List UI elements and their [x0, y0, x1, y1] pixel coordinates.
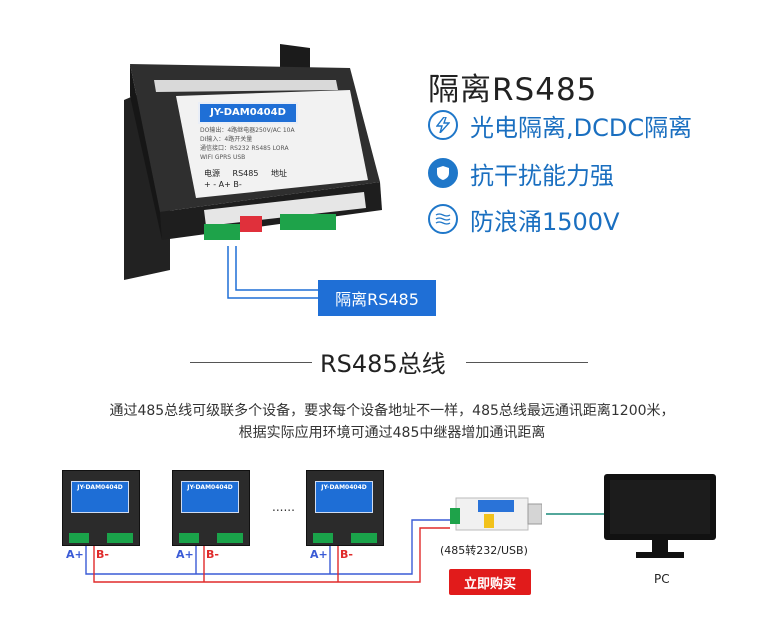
device-spec-block: DO输出：4路继电器250V/AC 10A DI输入：4路开关量 通信接口：RS…: [200, 126, 340, 162]
bus-device-label: JY-DAM0404D: [71, 481, 129, 513]
device-pin-labels: + - A+ B-: [204, 180, 242, 189]
lightning-icon: [428, 110, 458, 140]
ellipsis: ......: [272, 500, 295, 514]
terminal-block: [107, 533, 133, 543]
device-model-text: JY-DAM0404D: [210, 107, 286, 118]
terminal-block: [69, 533, 89, 543]
b-minus-label: B-: [340, 548, 353, 561]
terminal-block: [179, 533, 199, 543]
feature-item-isolation: 光电隔离,DCDC隔离: [428, 108, 692, 142]
b-minus-label: B-: [96, 548, 109, 561]
feature-title: 隔离RS485: [428, 72, 598, 108]
section-divider-left: [190, 362, 312, 363]
bus-device-label: JY-DAM0404D: [181, 481, 239, 513]
a-plus-label: A+: [176, 548, 194, 561]
bus-device-model: JY-DAM0404D: [187, 484, 233, 491]
device-pin-header: 电源 RS485 地址: [204, 168, 287, 179]
shield-icon: [428, 158, 458, 188]
feature-item-anti-interference: 抗干扰能力强: [428, 156, 614, 190]
a-plus-label: A+: [310, 548, 328, 561]
pc-label: PC: [654, 572, 670, 586]
rs485-label: RS485: [232, 169, 259, 178]
converter-device: [450, 494, 543, 534]
bus-device-2: JY-DAM0404D: [172, 470, 250, 546]
device-large-label: JY-DAM0404D: [198, 102, 298, 124]
section-divider-right: [466, 362, 588, 363]
callout-isolated-rs485: 隔离RS485: [318, 280, 436, 316]
device-spec-line: WIFI GPRS USB: [200, 154, 246, 161]
a-plus-label: A+: [66, 548, 84, 561]
section-desc-line2: 根据实际应用环境可通过485中继器增加通讯距离: [238, 425, 546, 441]
power-label: 电源: [204, 169, 220, 178]
device-spec-line: DO输出：4路继电器250V/AC 10A: [200, 127, 295, 134]
callout-label: 隔离RS485: [335, 290, 419, 309]
terminal-block: [313, 533, 333, 543]
section-desc-line1: 通过485总线可级联多个设备，要求每个设备地址不一样，485总线最远通讯距离12…: [109, 403, 675, 419]
bus-device-1: JY-DAM0404D: [62, 470, 140, 546]
device-large-body: [124, 44, 382, 280]
b-minus-label: B-: [206, 548, 219, 561]
pc-monitor-icon: [602, 472, 718, 562]
buy-now-button[interactable]: 立即购买: [449, 569, 531, 595]
feature-label: 防浪涌1500V: [470, 207, 620, 236]
bus-device-label: JY-DAM0404D: [315, 481, 373, 513]
buy-now-label: 立即购买: [463, 576, 516, 592]
bus-device-model: JY-DAM0404D: [321, 484, 367, 491]
device-large-image: JY-DAM0404D DO输出：4路继电器250V/AC 10A DI输入：4…: [100, 40, 400, 280]
terminal-block: [351, 533, 377, 543]
feature-item-surge: 防浪涌1500V: [428, 202, 620, 236]
address-label: 地址: [271, 169, 287, 178]
bus-device-model: JY-DAM0404D: [77, 484, 123, 491]
device-spec-line: 通信接口：RS232 RS485 LORA: [200, 145, 289, 152]
terminal-block: [217, 533, 243, 543]
converter-label: (485转232/USB): [440, 544, 528, 557]
bus-device-3: JY-DAM0404D: [306, 470, 384, 546]
section-title: RS485总线: [320, 350, 446, 378]
wave-icon: [428, 204, 458, 234]
device-spec-line: DI输入：4路开关量: [200, 136, 253, 143]
feature-label: 光电隔离,DCDC隔离: [470, 113, 693, 142]
feature-label: 抗干扰能力强: [470, 161, 614, 190]
